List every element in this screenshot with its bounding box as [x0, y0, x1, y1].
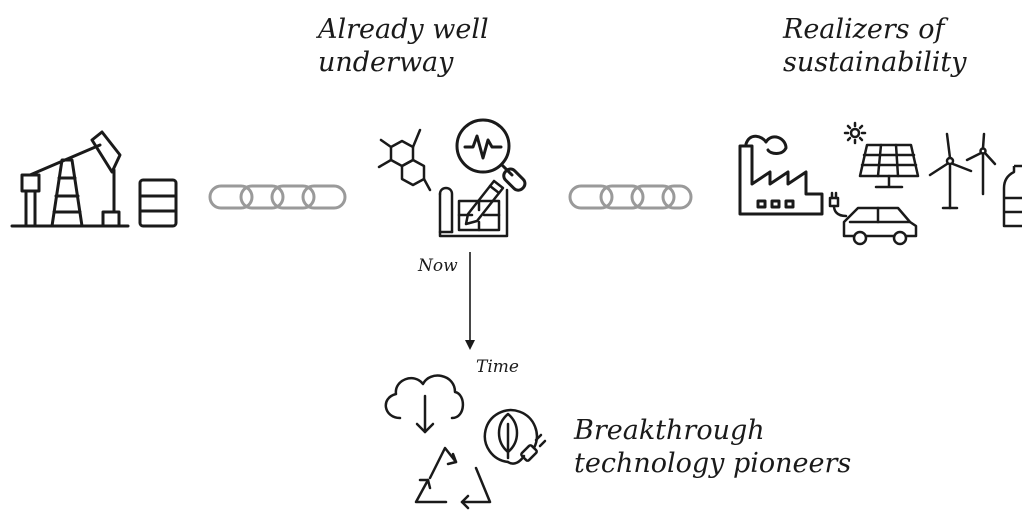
stage-label-realizers: Realizers of sustainability: [783, 14, 966, 80]
stage-label-line-2: technology pioneers: [574, 447, 852, 479]
blueprint-pencil-icon: [438, 179, 509, 238]
stage-label-line-2: underway: [318, 46, 454, 78]
analysis-magnifier-icon: [455, 118, 527, 192]
molecule-icon: [377, 128, 432, 192]
solar-panel-icon: [843, 121, 920, 189]
oil-pumpjack-icon: [10, 130, 130, 228]
stage-label-line-1: Realizers of: [783, 14, 945, 45]
stage-label-breakthrough: Breakthrough technology pioneers: [574, 415, 851, 481]
stage-label-line-1: Already well: [318, 14, 489, 45]
electric-car-icon: [828, 191, 918, 246]
eco-plug-icon: [483, 408, 547, 465]
oil-barrel-icon: [138, 178, 178, 228]
stage-label-already-underway: Already well underway: [318, 14, 489, 80]
chain-link-icon: [208, 184, 347, 210]
cloud-download-icon: [384, 374, 465, 434]
factory-icon: [738, 134, 824, 216]
recycle-icon: [414, 446, 492, 510]
plastic-bottle-icon: [1002, 164, 1022, 228]
timeline-time-label: Time: [476, 357, 519, 377]
wind-turbine-icon: [928, 132, 997, 210]
chain-link-icon: [568, 184, 693, 210]
stage-label-line-2: sustainability: [783, 46, 967, 78]
stage-label-line-1: Breakthrough: [574, 415, 765, 446]
timeline-now-label: Now: [418, 256, 458, 276]
